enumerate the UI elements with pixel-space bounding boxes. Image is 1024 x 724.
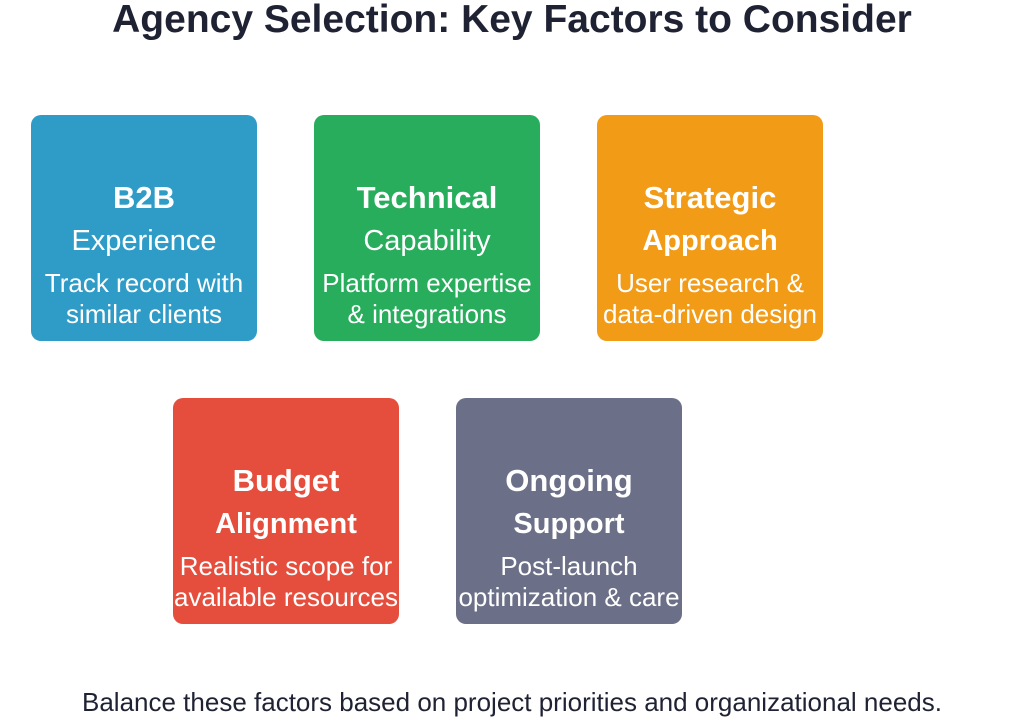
card-description: Realistic scope for available resources	[173, 551, 399, 613]
card-description-line: data-driven design	[603, 299, 817, 329]
card-description: Platform expertise & integrations	[314, 268, 540, 330]
card-description-line: Platform expertise	[322, 268, 532, 298]
card-description-line: similar clients	[65, 299, 223, 329]
card-subheading: Approach	[642, 225, 778, 257]
card-description-line: optimization & care	[458, 582, 680, 612]
card-subheading: Capability	[363, 225, 491, 257]
card-description-line: Realistic scope for	[179, 551, 393, 581]
card-description-line: Track record with	[44, 268, 244, 298]
card-description: Post-launch optimization & care	[456, 551, 682, 613]
factor-card-b2b-experience: B2B Experience Track record with similar…	[31, 115, 257, 341]
factor-card-strategic-approach: Strategic Approach User research & data-…	[597, 115, 823, 341]
card-description-line: & integrations	[347, 299, 507, 329]
card-heading: Technical	[356, 180, 498, 215]
factor-card-technical-capability: Technical Capability Platform expertise …	[314, 115, 540, 341]
card-description: Track record with similar clients	[31, 268, 257, 330]
card-description: User research & data-driven design	[597, 268, 823, 330]
card-heading: Strategic	[643, 180, 777, 215]
factor-card-budget-alignment: Budget Alignment Realistic scope for ava…	[173, 398, 399, 624]
card-heading: B2B	[112, 180, 175, 215]
factor-card-ongoing-support: Ongoing Support Post-launch optimization…	[456, 398, 682, 624]
page-title: Agency Selection: Key Factors to Conside…	[112, 0, 912, 41]
card-subheading: Experience	[71, 225, 217, 257]
card-description-line: available resources	[173, 582, 398, 612]
card-heading: Ongoing	[505, 463, 633, 498]
card-heading: Budget	[232, 463, 340, 498]
footer-note: Balance these factors based on project p…	[82, 687, 942, 717]
card-subheading: Alignment	[215, 508, 357, 540]
card-subheading: Support	[513, 508, 625, 540]
card-description-line: User research &	[616, 268, 804, 298]
card-description-line: Post-launch	[500, 551, 638, 581]
